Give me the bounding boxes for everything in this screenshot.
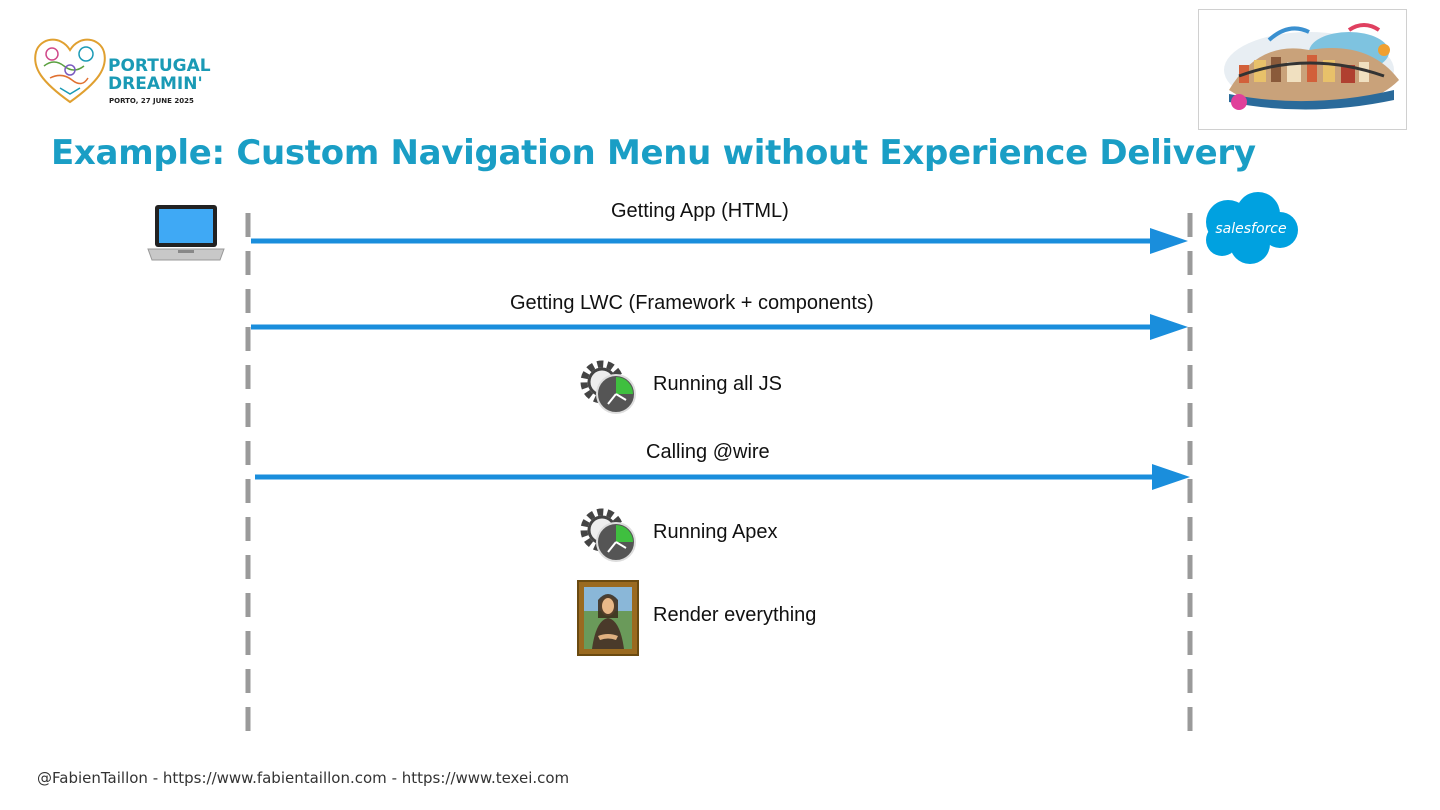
event-illustration <box>1198 9 1407 130</box>
page-title: Example: Custom Navigation Menu without … <box>51 133 1256 173</box>
step-label-running-js: Running all JS <box>653 373 782 395</box>
logo-subtitle: PORTO, 27 JUNE 2025 <box>109 97 194 105</box>
salesforce-wordmark: salesforce <box>1215 221 1287 237</box>
laptop-icon <box>147 205 225 261</box>
porto-illustration-icon <box>1224 23 1399 110</box>
step-label-getting-app: Getting App (HTML) <box>611 200 789 222</box>
logo-wordmark: PORTUGAL DREAMIN' <box>108 57 211 93</box>
step-label-running-apex: Running Apex <box>653 521 778 543</box>
logo-line-2: DREAMIN' <box>108 74 203 94</box>
logo-line-1: PORTUGAL <box>108 56 211 76</box>
step-label-render: Render everything <box>653 604 817 626</box>
arrow-getting-lwc <box>251 314 1188 340</box>
salesforce-logo-icon <box>1206 192 1298 264</box>
arrow-getting-app <box>251 228 1188 254</box>
footer-credits: @FabienTaillon - https://www.fabientaill… <box>37 769 570 787</box>
heart-doodle-icon <box>34 38 106 104</box>
mona-lisa-painting-icon <box>577 580 639 656</box>
gear-clock-icon <box>580 508 636 562</box>
arrow-calling-wire <box>255 464 1190 490</box>
step-label-calling-wire: Calling @wire <box>646 441 770 463</box>
gear-clock-icon <box>580 360 636 414</box>
step-label-getting-lwc: Getting LWC (Framework + components) <box>510 292 874 314</box>
portugal-dreamin-logo <box>30 30 220 110</box>
